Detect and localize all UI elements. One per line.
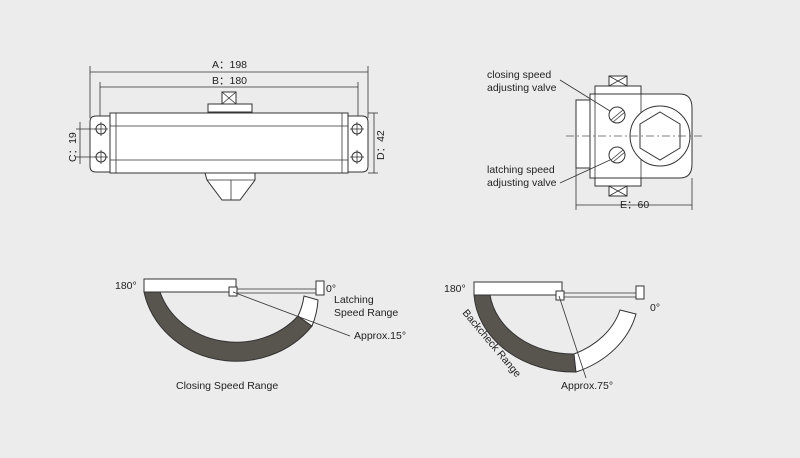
closing-valve-screw xyxy=(608,106,626,124)
closing-valve-label-1: closing speed xyxy=(487,69,551,81)
latching-range-label-2: Speed Range xyxy=(334,307,398,319)
left-mount-plate xyxy=(89,115,113,173)
closing-valve-label-2: adjusting valve xyxy=(487,82,557,94)
closing-speed-range xyxy=(143,291,313,362)
backcheck-door-leaf-180 xyxy=(473,281,563,296)
latching-valve-screw xyxy=(608,146,626,164)
backcheck-angle-0: 0° xyxy=(650,302,660,314)
dimension-c: C：19 xyxy=(67,132,79,162)
door-leaf-180 xyxy=(143,278,237,293)
closing-angle-0: 0° xyxy=(326,283,336,295)
dimension-e: E：60 xyxy=(620,199,649,211)
spindle xyxy=(204,172,256,201)
right-mount-plate xyxy=(345,115,369,173)
backcheck-angle-180: 180° xyxy=(444,283,466,295)
closing-speed-diagram: 180° 0° Latching Speed Range Approx.15° … xyxy=(115,278,406,392)
latching-valve-label-2: adjusting valve xyxy=(487,177,557,189)
latching-valve-label-1: latching speed xyxy=(487,164,555,176)
latching-range-label-1: Latching xyxy=(334,294,374,306)
side-view: closing speed adjusting valve latching s… xyxy=(487,69,702,211)
closing-angle-180: 180° xyxy=(115,280,137,292)
dimension-d: D：42 xyxy=(375,130,387,160)
hex-spindle xyxy=(639,111,681,161)
mounting-holes xyxy=(94,122,364,164)
backcheck-approx-label: Approx.75° xyxy=(561,380,613,392)
door-leaf-0 xyxy=(315,280,325,296)
backcheck-remaining-range xyxy=(573,309,637,373)
closer-body xyxy=(109,112,349,174)
dimension-a: A：198 xyxy=(212,59,247,71)
front-view: A：198 B：180 xyxy=(67,59,387,201)
dimension-b: B：180 xyxy=(212,75,247,87)
backcheck-door-leaf-0 xyxy=(635,285,645,300)
closing-speed-range-label: Closing Speed Range xyxy=(176,380,278,392)
backcheck-diagram: 180° 0° Backcheck Range Approx.75° xyxy=(444,281,660,392)
closing-approx-label: Approx.15° xyxy=(354,330,406,342)
